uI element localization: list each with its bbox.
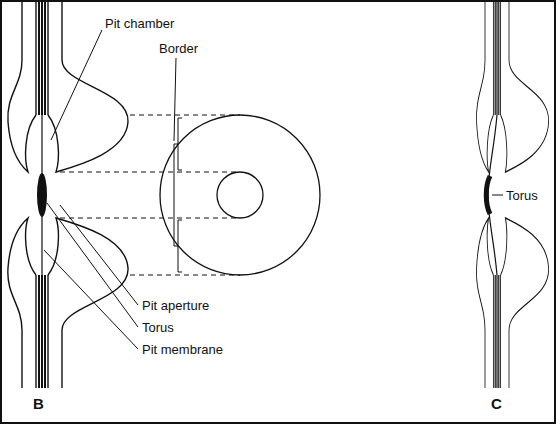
border-bracket xyxy=(174,118,182,272)
part-label: Pit aperture xyxy=(141,298,210,313)
pit-pair-c xyxy=(476,2,548,388)
part-label: Torus xyxy=(505,188,539,203)
projection-lines xyxy=(60,115,240,275)
pit-pair-b xyxy=(8,2,128,388)
figure-letter: C xyxy=(490,396,503,411)
part-label: Pit membrane xyxy=(141,342,224,357)
part-label: Torus xyxy=(141,320,175,335)
part-label: Pit chamber xyxy=(104,16,175,31)
part-label: Border xyxy=(158,41,199,56)
face-view xyxy=(160,115,320,275)
figure-letter: B xyxy=(32,396,45,411)
